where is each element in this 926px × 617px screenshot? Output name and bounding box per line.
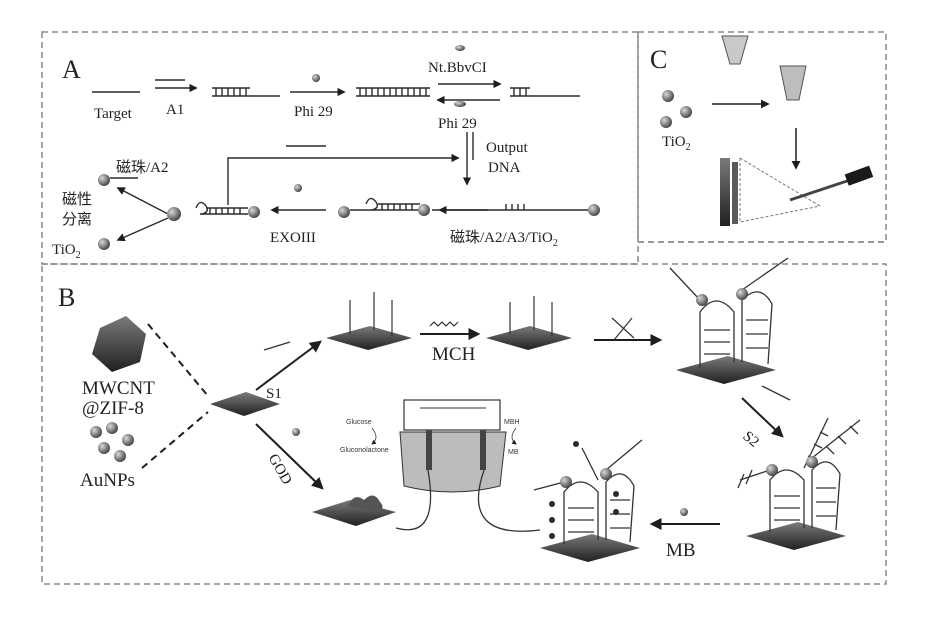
god-enzyme-icon	[292, 428, 300, 436]
device-arrow-mbh	[512, 428, 516, 444]
label-tio2-a: TiO2	[52, 242, 81, 261]
hairpin-left	[196, 202, 207, 214]
electrode-s1-icon	[326, 326, 412, 350]
label-mwcnt-2: @ZIF-8	[82, 398, 144, 419]
bead-a2-icon	[98, 174, 110, 186]
duplex-rungs	[360, 88, 426, 96]
cone-outline	[740, 158, 820, 222]
label-output-1: Output	[486, 140, 529, 156]
dash-connector-top	[148, 324, 208, 396]
tio2-bead-1-icon	[662, 90, 674, 102]
label-aunps: AuNPs	[80, 470, 135, 491]
bead-complex-1a-icon	[696, 294, 708, 306]
exoiii-enzyme-icon	[294, 184, 302, 192]
pipette-tip-1-icon	[722, 36, 748, 64]
device-arrow-glucose	[372, 428, 376, 444]
bead-left-icon	[248, 206, 260, 218]
label-mb: MB	[666, 540, 696, 561]
device-cell	[400, 432, 506, 492]
complex-3-strands	[534, 440, 642, 544]
bead-duplex-mid-rungs	[382, 204, 412, 210]
mwcnt-zif8-icon	[92, 316, 146, 372]
mb-bound-dots	[549, 441, 619, 539]
nicked-rungs	[514, 88, 526, 96]
bead-mid-right-icon	[418, 204, 430, 216]
enzyme-phi29-icon	[312, 74, 320, 82]
device-label-mb: MB	[508, 449, 519, 456]
electrode-mch-icon	[486, 326, 572, 350]
device-electrode-right	[480, 430, 486, 470]
bead-strand-right-rungs	[506, 204, 524, 210]
bead-tio2-icon	[98, 238, 110, 250]
electrode-body-2-icon	[732, 162, 738, 224]
dash-connector-bottom	[142, 412, 208, 468]
bead-sep-center-icon	[167, 207, 181, 221]
aunp-5-icon	[114, 450, 126, 462]
bead-complex-3a-icon	[560, 476, 572, 488]
label-mag-sep-2: 分离	[62, 211, 92, 228]
label-phi29-1: Phi 29	[294, 104, 333, 120]
panel-b-letter: B	[58, 283, 75, 312]
electrode-body-icon	[720, 158, 730, 226]
arrow-sep-up	[118, 188, 168, 214]
label-mwcnt-1: MWCNT	[82, 378, 155, 399]
bead-complex-1b-icon	[736, 288, 748, 300]
bead-mid-left-icon	[338, 206, 350, 218]
arrow-sep-down	[118, 218, 168, 240]
pipette-tip-2-icon	[780, 66, 806, 100]
s2-strand	[762, 386, 790, 400]
mch-zigzag	[430, 322, 458, 326]
mb-molecule-icon	[680, 508, 688, 516]
device-top-box	[404, 400, 500, 430]
panel-b: MWCNT @ZIF-8 AuNPs S1 GOD MCH	[80, 258, 860, 562]
label-mag-sep-1: 磁性	[62, 191, 92, 208]
device-label-gluconolactone: Gluconolactone	[340, 447, 389, 454]
device-electrode-left	[426, 430, 432, 470]
label-mch: MCH	[432, 344, 476, 365]
bead-complex-3b-icon	[600, 468, 612, 480]
device-label-glucose: Glucose	[346, 419, 372, 426]
label-beads-a2a3: 磁珠/A2/A3/TiO2	[450, 229, 558, 249]
complex-1-strands	[670, 258, 788, 368]
hybrid-rungs	[216, 88, 246, 96]
electrode-complex-2-icon	[746, 522, 846, 550]
label-phi29-2: Phi 29	[438, 116, 477, 132]
aunp-3-icon	[122, 434, 134, 446]
label-s1: S1	[266, 386, 282, 402]
cross-mark	[612, 318, 634, 340]
bead-complex-2a-icon	[766, 464, 778, 476]
label-beads-a2: 磁珠/A2	[116, 159, 169, 176]
aunp-4-icon	[98, 442, 110, 454]
enzyme-nbbvci-icon	[455, 45, 465, 51]
label-exoiii: EXOIII	[270, 230, 316, 246]
device-label-mbh: MBH	[504, 419, 520, 426]
hairpin-mid	[366, 198, 377, 210]
label-tio2-c: TiO2	[662, 134, 691, 153]
label-nbbvci: Nt.BbvCI	[428, 60, 487, 76]
label-a1: A1	[166, 102, 184, 118]
electrode-handle-icon	[845, 166, 874, 186]
panel-c: TiO2	[660, 36, 873, 226]
feedback-loop	[228, 158, 458, 205]
label-s2: S2	[739, 428, 761, 450]
bead-duplex-left-rungs	[210, 208, 240, 214]
panel-a-labels: Target A1 Phi 29 Nt.BbvCI Phi 29 Output …	[52, 60, 558, 261]
electrode-wire	[790, 180, 850, 200]
electrode-complex-3-icon	[540, 534, 640, 562]
label-output-2: DNA	[488, 160, 521, 176]
panel-a-letter: A	[62, 55, 81, 84]
bead-complex-2b-icon	[806, 456, 818, 468]
electrode-complex-1-icon	[676, 356, 776, 384]
tio2-bead-2-icon	[680, 106, 692, 118]
tio2-bead-3-icon	[660, 116, 672, 128]
enzyme-phi29-2-icon	[454, 101, 466, 107]
label-target: Target	[94, 106, 133, 122]
s1-strand	[264, 342, 290, 350]
aunp-1-icon	[90, 426, 102, 438]
bead-right-icon	[588, 204, 600, 216]
panel-c-letter: C	[650, 45, 667, 74]
aunp-2-icon	[106, 422, 118, 434]
